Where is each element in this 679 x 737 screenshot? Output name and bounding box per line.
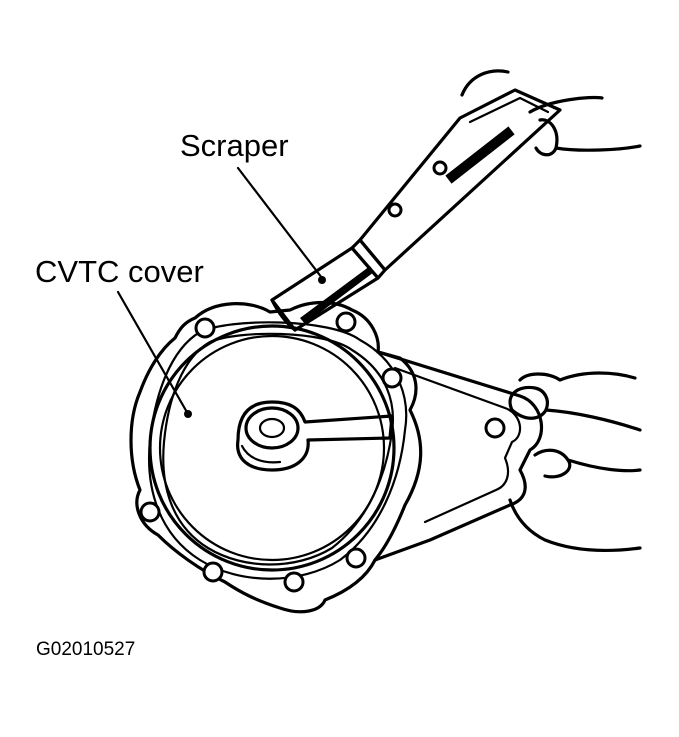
housing-outer-flange [129,300,423,614]
figure-code: G02010527 [36,639,136,660]
cvtc-cover-housing [129,300,544,614]
cvtc-cover-leader-line [116,290,190,416]
scraper-handle [358,88,562,272]
scraper-label: Scraper [180,128,289,163]
cvtc-cover-label: CVTC cover [35,254,204,289]
bolt-hole [194,317,216,339]
housing-extension-arm [373,350,544,562]
housing-extension-inner [393,366,522,524]
bolt-hole [381,367,403,389]
upper-hand [460,69,642,157]
scraper-rivet [432,160,448,176]
gasket-channel-inner [162,332,394,566]
lower-hand [508,371,642,552]
cover-face-inner [158,334,386,562]
scraper-blade-edge [300,266,374,324]
scraper-rivet [387,202,403,218]
central-hub [236,400,394,472]
cover-face-outer [148,324,396,572]
cvtc-cover-leader-dot [184,410,192,418]
bolt-hole [345,547,367,569]
scraper-leader-line [236,166,324,280]
scraper-leader-dot [318,276,326,284]
bolt-hole [283,571,305,593]
bolt-hole [335,311,357,333]
scraper-tool [270,88,562,332]
bolt-hole [139,501,161,523]
bolt-hole [484,417,506,439]
scraper-grip-stripe [445,126,515,184]
bolt-hole [202,561,224,583]
